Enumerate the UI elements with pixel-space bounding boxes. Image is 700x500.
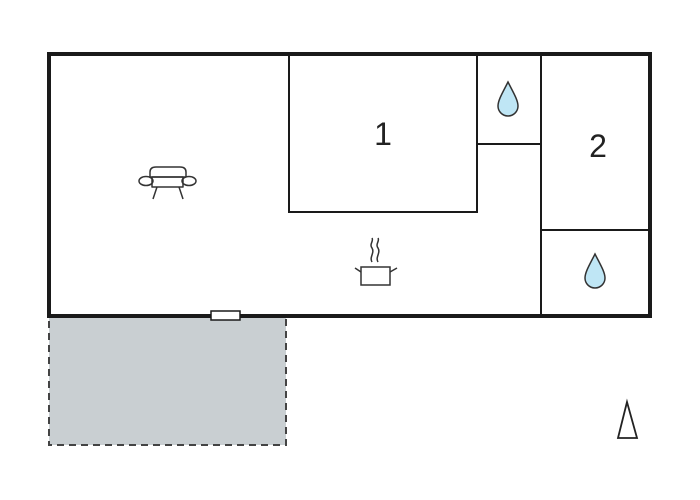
door-icon — [210, 310, 241, 321]
room-2-label: 2 — [589, 128, 607, 164]
outer-walls — [47, 52, 652, 318]
room-1-label: 1 — [374, 116, 392, 152]
sofa-icon — [138, 166, 197, 200]
terrace — [48, 315, 287, 446]
water-drop-icon — [584, 252, 606, 289]
north-arrow-icon — [616, 398, 639, 439]
cooking-pot-icon — [354, 237, 398, 286]
water-drop-icon — [497, 80, 519, 117]
